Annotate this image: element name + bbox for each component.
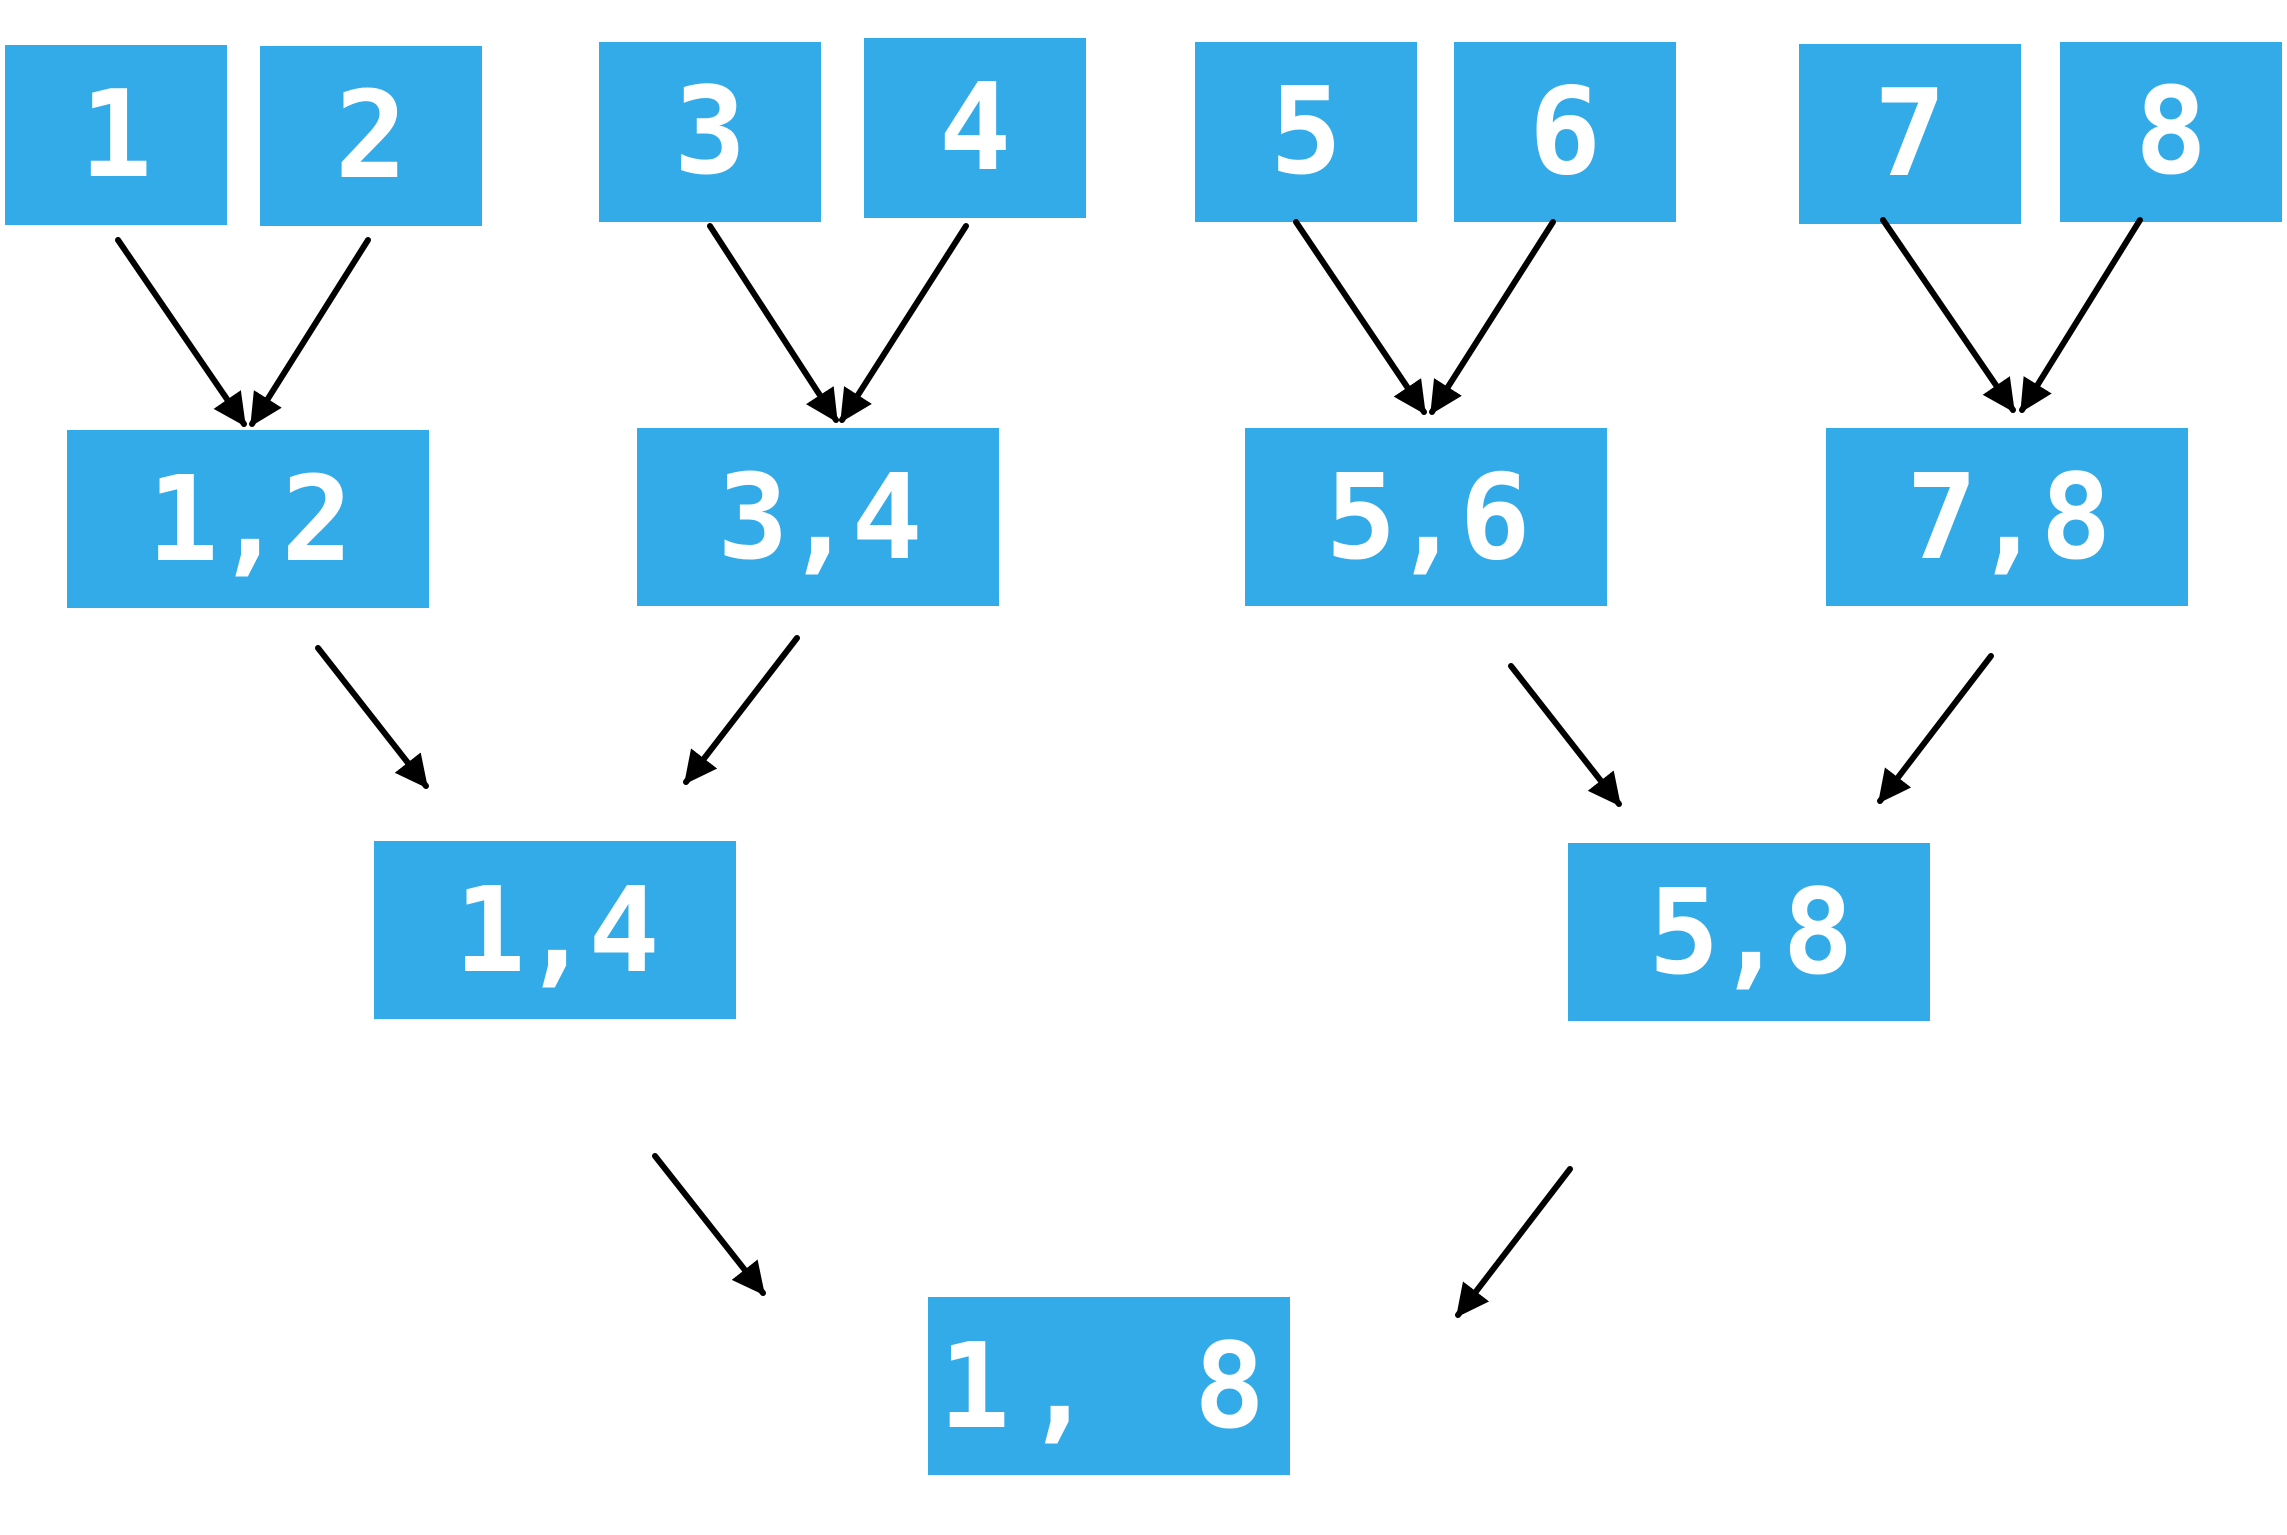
node-1-8: 1, 8 [928, 1297, 1290, 1475]
node-3-4-label: 3,4 [717, 448, 922, 586]
node-1-2: 1,2 [67, 430, 429, 608]
node-1-4: 1,4 [374, 841, 736, 1019]
node-1-label: 1 [79, 65, 153, 205]
node-2: 2 [260, 46, 482, 226]
node-6: 6 [1454, 42, 1676, 222]
arrow-4-to-3-4 [839, 223, 969, 423]
node-2-label: 2 [334, 66, 408, 206]
arrow-1-2-to-1-4 [315, 645, 429, 789]
arrow-5-8-to-1-8 [1455, 1166, 1573, 1318]
node-5-6-label: 5,6 [1325, 448, 1530, 586]
arrow-6-to-5-6 [1429, 219, 1556, 415]
arrow-3-to-3-4 [707, 223, 839, 423]
arrow-8-to-7-8 [2019, 217, 2143, 413]
node-5: 5 [1195, 42, 1417, 222]
node-7-8: 7,8 [1826, 428, 2188, 606]
arrow-1-to-1-2 [115, 237, 247, 427]
arrow-7-8-to-5-8 [1877, 653, 1994, 804]
arrow-3-4-to-1-4 [683, 635, 800, 785]
arrow-5-6-to-5-8 [1508, 663, 1622, 807]
arrow-1-4-to-1-8 [652, 1153, 766, 1296]
node-7: 7 [1799, 44, 2021, 224]
node-7-label: 7 [1873, 64, 1947, 204]
node-3-label: 3 [673, 62, 747, 202]
node-3-4: 3,4 [637, 428, 999, 606]
node-5-8-label: 5,8 [1648, 863, 1853, 1001]
node-5-6: 5,6 [1245, 428, 1607, 606]
node-5-label: 5 [1269, 62, 1343, 202]
node-6-label: 6 [1528, 62, 1602, 202]
node-7-8-label: 7,8 [1906, 448, 2111, 586]
node-8-label: 8 [2134, 62, 2208, 202]
arrow-7-to-7-8 [1880, 217, 2016, 413]
arrow-2-to-1-2 [249, 237, 371, 427]
node-4-label: 4 [938, 58, 1012, 198]
node-8: 8 [2060, 42, 2282, 222]
arrow-5-to-5-6 [1293, 219, 1427, 415]
node-5-8: 5,8 [1568, 843, 1930, 1021]
node-3: 3 [599, 42, 821, 222]
node-1: 1 [5, 45, 227, 225]
node-4: 4 [864, 38, 1086, 218]
node-1-2-label: 1,2 [147, 450, 352, 588]
node-1-4-label: 1,4 [454, 861, 659, 999]
node-1-8-label: 1, 8 [938, 1317, 1280, 1455]
